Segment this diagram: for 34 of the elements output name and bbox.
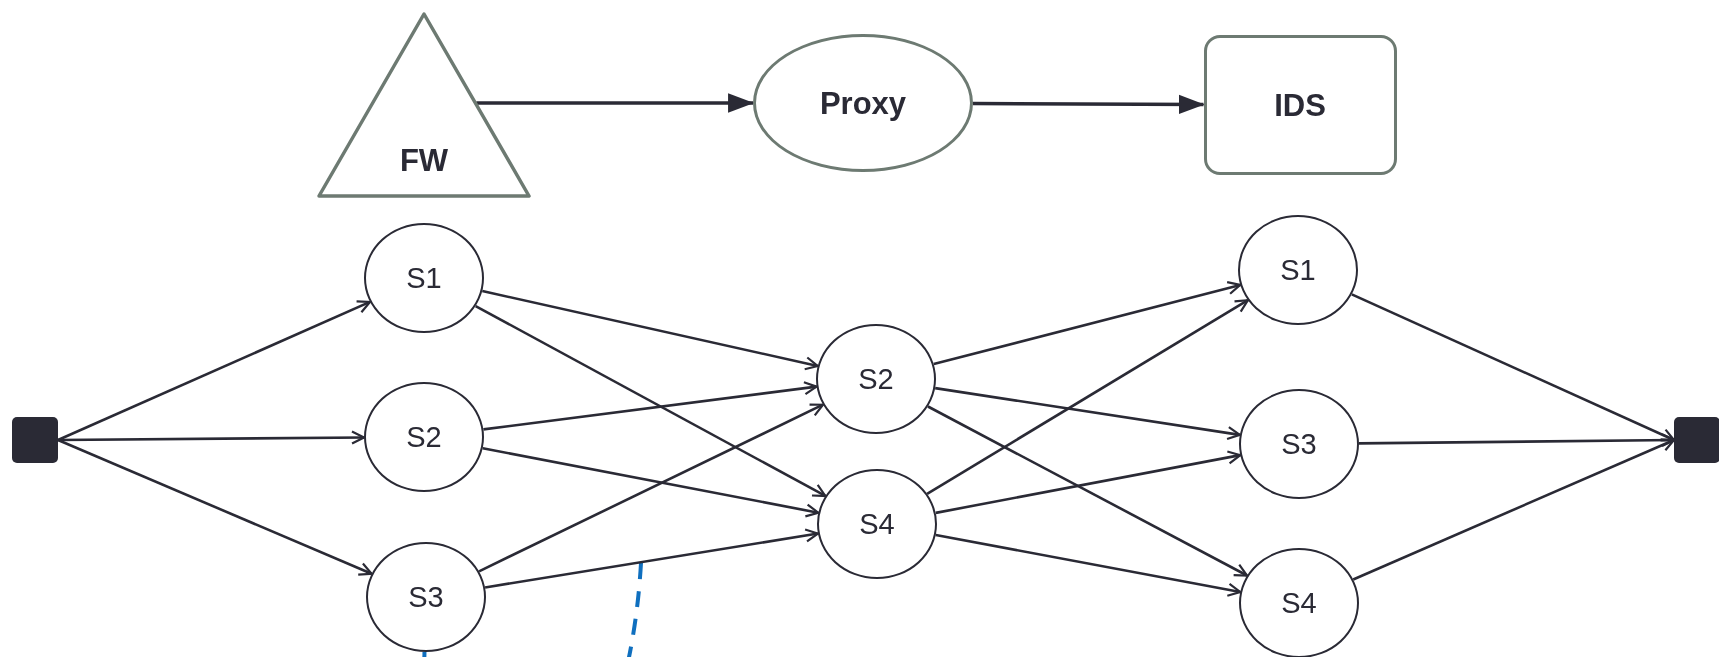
node-label: Proxy bbox=[819, 87, 907, 119]
arrow bbox=[476, 93, 755, 113]
node-label: S3 bbox=[408, 582, 444, 612]
arrow bbox=[926, 299, 1249, 495]
firewall-triangle bbox=[317, 12, 531, 198]
process-box bbox=[1203, 35, 1397, 175]
arrow bbox=[57, 438, 373, 576]
arrow bbox=[57, 300, 372, 442]
arrow bbox=[58, 430, 366, 445]
arrow bbox=[475, 304, 827, 498]
node-label: IDS bbox=[1274, 89, 1326, 121]
terminal-square bbox=[12, 417, 58, 463]
node-label: FW bbox=[399, 145, 449, 176]
arrow bbox=[935, 533, 1242, 597]
arrow bbox=[973, 94, 1205, 115]
arrow bbox=[478, 403, 825, 573]
arrow bbox=[935, 450, 1242, 515]
node-label: S2 bbox=[406, 422, 442, 452]
node-label: S4 bbox=[1281, 588, 1317, 618]
arrow bbox=[482, 289, 819, 371]
arrow bbox=[1352, 438, 1676, 581]
arrow bbox=[484, 528, 819, 589]
arrow bbox=[927, 405, 1249, 577]
arrow bbox=[933, 281, 1242, 366]
terminal-square bbox=[1674, 417, 1719, 463]
arrow bbox=[482, 447, 820, 518]
node-label: S4 bbox=[859, 509, 895, 539]
node-label: S2 bbox=[858, 364, 894, 394]
node-label: S1 bbox=[1280, 255, 1316, 285]
arrow bbox=[934, 386, 1241, 441]
arrow bbox=[483, 381, 818, 431]
node-label: S3 bbox=[1281, 429, 1317, 459]
node-label: S1 bbox=[406, 263, 442, 293]
arrow bbox=[1351, 293, 1676, 442]
